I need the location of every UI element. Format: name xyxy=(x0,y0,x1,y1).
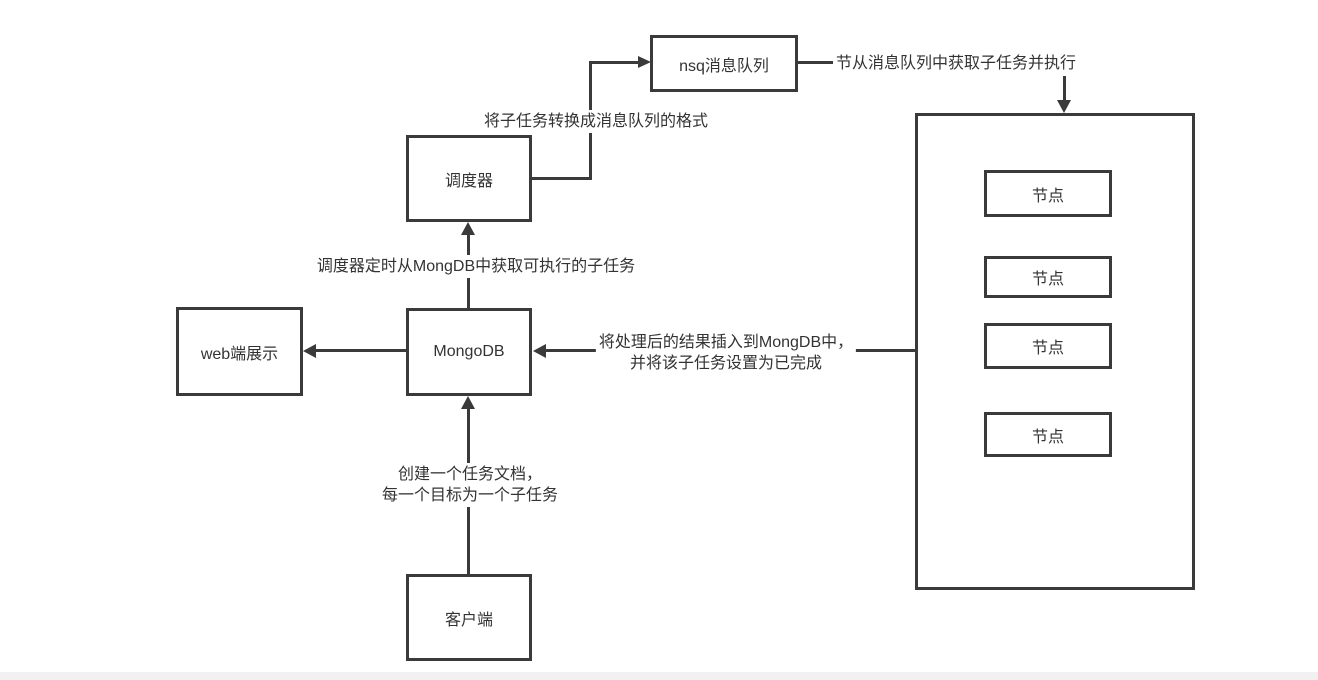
web-display-label: web端展示 xyxy=(200,345,279,363)
web-display-box: web端展示 xyxy=(176,307,303,396)
horizontal-scrollbar[interactable] xyxy=(0,672,1318,680)
nsq-queue-box: nsq消息队列 xyxy=(650,35,798,92)
annotation-nodes-to-mongodb-line2: 并将该子任务设置为已完成 xyxy=(629,355,823,372)
connector-nsq-nodes-hseg xyxy=(798,61,836,64)
node-label: 节点 xyxy=(1031,271,1064,288)
connector-scheduler-nsq-hseg1 xyxy=(532,177,592,180)
connector-scheduler-nsq-hseg2 xyxy=(589,61,638,64)
connector-mongodb-web-line xyxy=(316,349,407,352)
node-box-4: 节点 xyxy=(984,412,1112,457)
arrowhead-into-nsq xyxy=(638,56,651,68)
annotation-mongodb-to-scheduler: 调度器定时从MongDB中获取可执行的子任务 xyxy=(313,255,639,278)
node-label: 节点 xyxy=(1031,428,1064,446)
mongodb-label: MongoDB xyxy=(433,343,505,360)
node-label: 节点 xyxy=(1031,187,1064,205)
node-label: 节点 xyxy=(1031,340,1064,357)
arrowhead-into-nodes-container xyxy=(1057,100,1071,113)
client-label: 客户端 xyxy=(444,611,493,629)
node-box-2: 节点 xyxy=(984,256,1112,298)
mongodb-box: MongoDB xyxy=(406,308,532,396)
client-box: 客户端 xyxy=(406,574,532,661)
arrowhead-into-scheduler xyxy=(461,222,475,235)
annotation-nodes-to-mongodb: 将处理后的结果插入到MongDB中， 并将该子任务设置为已完成 xyxy=(595,331,857,375)
arrowhead-into-mongodb-right xyxy=(533,344,546,358)
annotation-nsq-to-nodes: 节从消息队列中获取子任务并执行 xyxy=(833,52,1080,75)
nsq-queue-label: nsq消息队列 xyxy=(679,57,769,75)
node-box-1: 节点 xyxy=(984,170,1112,217)
scheduler-label: 调度器 xyxy=(444,172,493,190)
scheduler-box: 调度器 xyxy=(406,135,532,222)
connector-nsq-nodes-vseg xyxy=(1063,76,1066,102)
annotation-client-to-mongodb: 创建一个任务文档， 每一个目标为一个子任务 xyxy=(378,463,562,507)
node-box-3: 节点 xyxy=(984,323,1112,369)
annotation-scheduler-to-nsq: 将子任务转换成消息队列的格式 xyxy=(480,110,712,133)
annotation-nodes-to-mongodb-line1: 将处理后的结果插入到MongDB中， xyxy=(598,334,854,351)
annotation-client-to-mongodb-line1: 创建一个任务文档， xyxy=(397,466,543,483)
arrowhead-into-mongodb-bottom xyxy=(461,396,475,409)
arrowhead-into-web xyxy=(303,344,316,358)
annotation-client-to-mongodb-line2: 每一个目标为一个子任务 xyxy=(381,487,559,504)
